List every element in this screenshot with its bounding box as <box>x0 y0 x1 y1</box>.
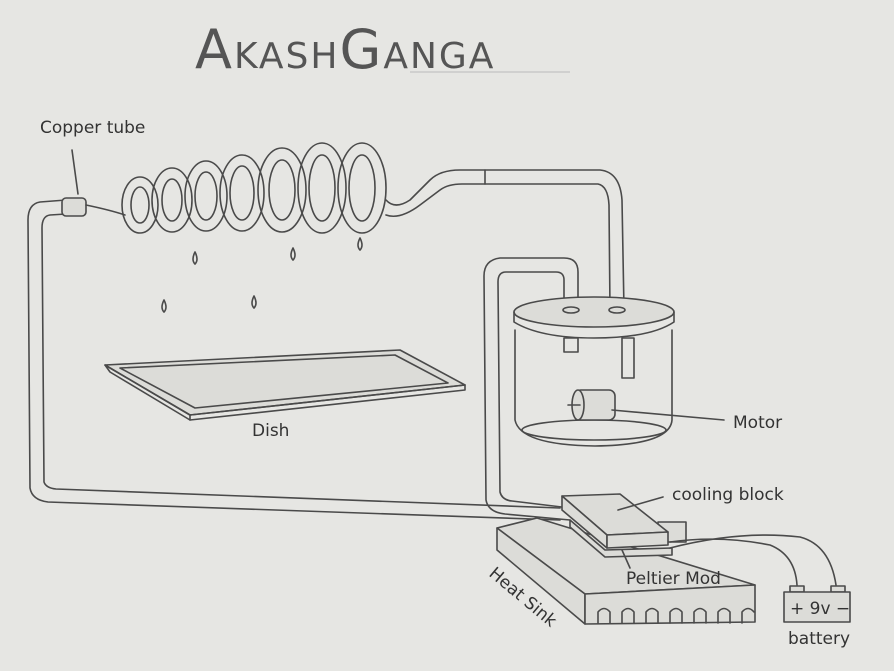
motor <box>567 389 725 421</box>
return-tube <box>27 199 561 521</box>
cooling-block <box>561 493 669 549</box>
water-drops <box>161 237 363 313</box>
battery-label: battery <box>788 629 850 649</box>
battery <box>783 585 851 623</box>
dish <box>104 349 466 421</box>
battery-voltage-label: + 9v − <box>790 599 850 619</box>
copper-tube-label: Copper tube <box>40 118 145 138</box>
battery-wires <box>669 534 837 586</box>
diagram-title: AKASHGANGA <box>195 18 495 81</box>
condenser-coil <box>85 142 625 311</box>
cooling-block-label: cooling block <box>672 485 784 505</box>
jar-tube <box>483 257 579 521</box>
motor-label: Motor <box>733 413 782 433</box>
peltier-module-label: Peltier Mod <box>626 569 721 589</box>
water-jar <box>513 296 675 447</box>
dish-label: Dish <box>252 421 289 441</box>
copper-tube-joint <box>61 149 87 217</box>
